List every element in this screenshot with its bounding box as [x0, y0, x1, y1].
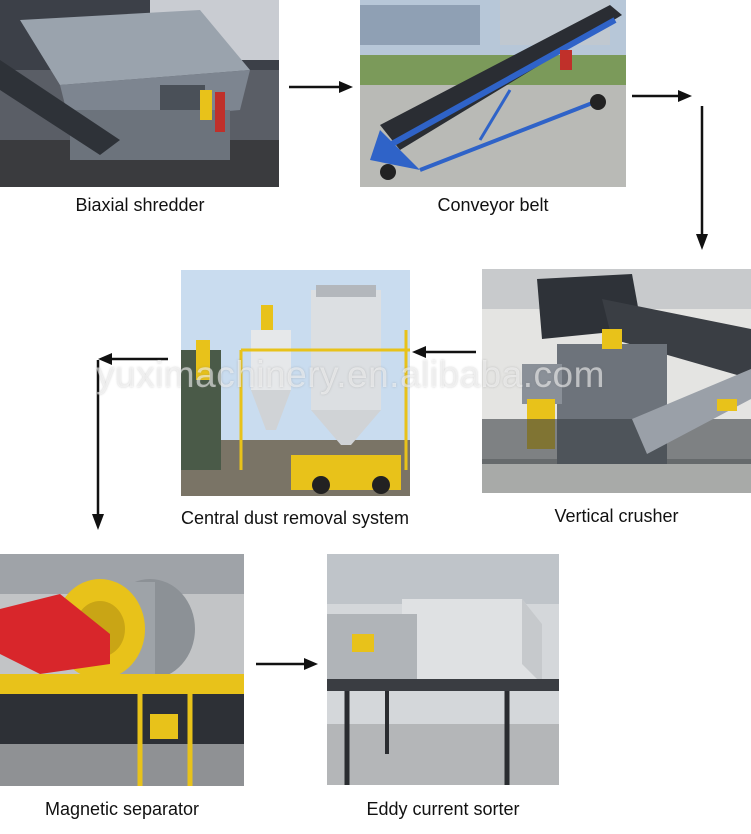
arrow-right-icon	[256, 658, 318, 670]
step-label-eddy-current-sorter: Eddy current sorter	[366, 799, 520, 819]
step-label-vertical-crusher: Vertical crusher	[554, 506, 679, 526]
conveyor-belt-photo	[360, 0, 626, 187]
arrow-down-icon	[92, 360, 104, 530]
arrow-right-icon	[289, 81, 353, 93]
magnetic-separator-photo	[0, 554, 244, 786]
arrow-down-icon	[696, 106, 708, 250]
arrow-left-icon	[98, 353, 168, 365]
step-label-magnetic-separator: Magnetic separator	[44, 799, 200, 819]
step-label-biaxial-shredder: Biaxial shredder	[75, 195, 205, 215]
arrow-left-icon	[412, 346, 476, 358]
biaxial-shredder-photo	[0, 0, 279, 187]
step-label-central-dust-removal: Central dust removal system	[180, 508, 410, 528]
arrow-right-icon	[632, 90, 692, 102]
eddy-current-sorter-photo	[327, 554, 559, 785]
dust-removal-photo	[181, 270, 410, 496]
step-label-conveyor-belt: Conveyor belt	[437, 195, 549, 215]
vertical-crusher-photo	[482, 269, 751, 493]
